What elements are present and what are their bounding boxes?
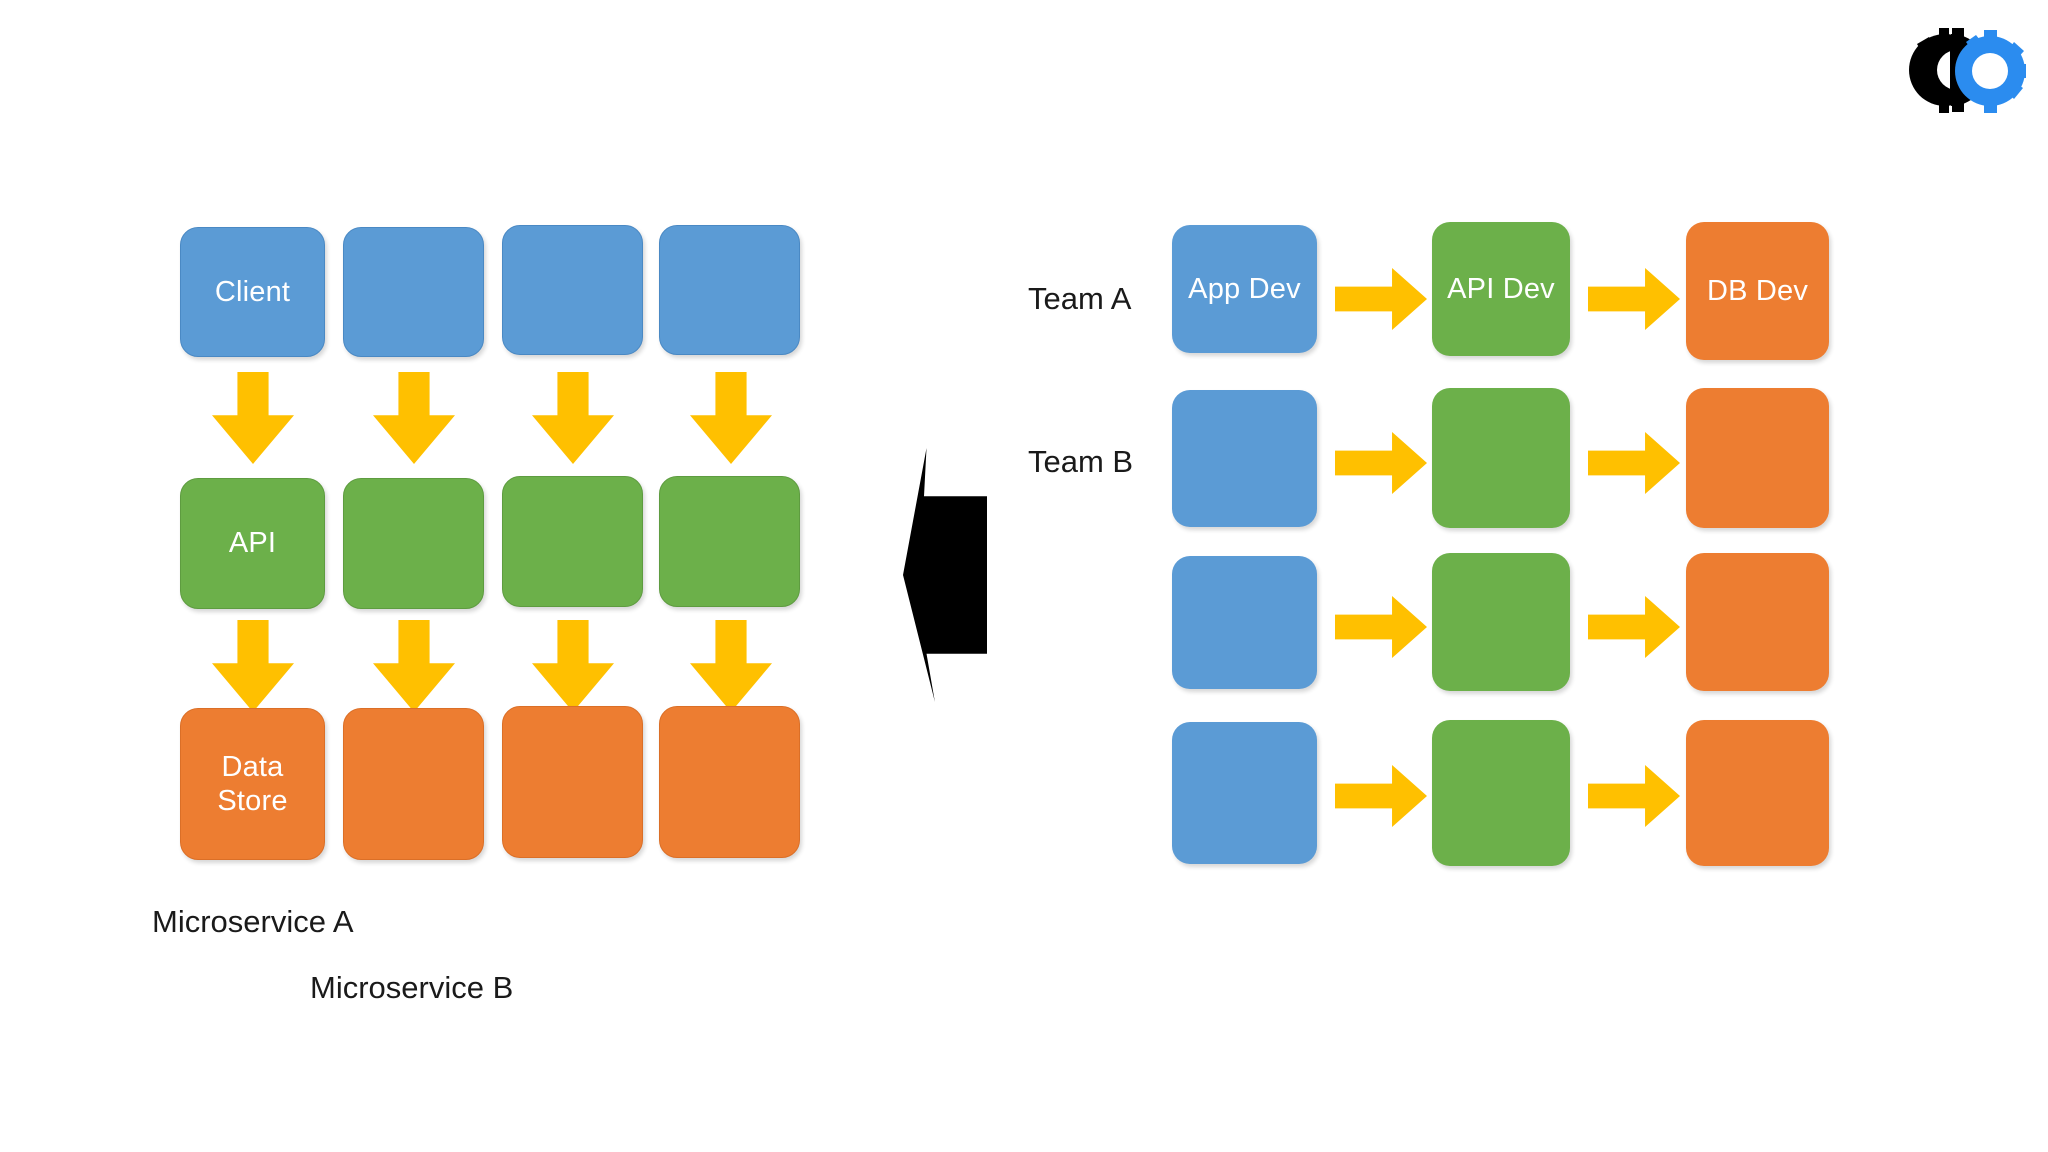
node-api-dev-row3[interactable]	[1432, 553, 1570, 691]
microservice-a-label: Microservice A	[152, 904, 354, 939]
node-data-store-4[interactable]	[659, 706, 800, 858]
arrow-down-api-data-4	[690, 620, 772, 712]
team-b-label: Team B	[1028, 444, 1134, 479]
node-label: API Dev	[1447, 272, 1555, 305]
arrow-right-row4-b	[1588, 765, 1680, 827]
node-db-dev-row3[interactable]	[1686, 553, 1829, 691]
node-label: App Dev	[1188, 272, 1301, 305]
arrow-right-row1-a	[1335, 268, 1427, 330]
node-label: API	[228, 527, 277, 560]
node-client-1[interactable]: Client	[180, 227, 325, 357]
arrow-down-client-api-4	[690, 372, 772, 464]
transformation-arrow	[903, 448, 987, 702]
microservice-b-label: Microservice B	[310, 970, 514, 1005]
node-db-dev-row1[interactable]: DB Dev	[1686, 222, 1829, 360]
arrow-down-api-data-1	[212, 620, 294, 712]
node-api-dev-row2[interactable]	[1432, 388, 1570, 528]
arrow-down-api-data-2	[373, 620, 455, 712]
gears-svg	[1909, 28, 2026, 113]
node-app-dev-row3[interactable]	[1172, 556, 1317, 689]
node-label: DB Dev	[1706, 274, 1809, 307]
node-client-3[interactable]	[502, 225, 643, 355]
node-db-dev-row2[interactable]	[1686, 388, 1829, 528]
node-api-dev-row4[interactable]	[1432, 720, 1570, 866]
node-app-dev-row2[interactable]	[1172, 390, 1317, 527]
arrow-down-client-api-1	[212, 372, 294, 464]
node-data-store-3[interactable]	[502, 706, 643, 858]
arrow-right-row3-b	[1588, 596, 1680, 658]
node-client-2[interactable]	[343, 227, 484, 357]
node-label: Client	[214, 275, 291, 308]
node-api-3[interactable]	[502, 476, 643, 607]
arrow-right-row4-a	[1335, 765, 1427, 827]
node-data-store-2[interactable]	[343, 708, 484, 860]
gear-right-icon	[1955, 30, 2026, 113]
node-label: Data Store	[217, 750, 288, 817]
node-data-store-1[interactable]: Data Store	[180, 708, 325, 860]
arrow-right-row2-b	[1588, 432, 1680, 494]
node-api-4[interactable]	[659, 476, 800, 607]
node-app-dev-row1[interactable]: App Dev	[1172, 225, 1317, 353]
arrow-right-row3-a	[1335, 596, 1427, 658]
arrow-down-api-data-3	[532, 620, 614, 712]
node-app-dev-row4[interactable]	[1172, 722, 1317, 864]
node-api-2[interactable]	[343, 478, 484, 609]
arrow-down-client-api-3	[532, 372, 614, 464]
node-api-dev-row1[interactable]: API Dev	[1432, 222, 1570, 356]
arrow-down-client-api-2	[373, 372, 455, 464]
node-client-4[interactable]	[659, 225, 800, 355]
arrow-right-row2-a	[1335, 432, 1427, 494]
node-api-1[interactable]: API	[180, 478, 325, 609]
arrow-right-row1-b	[1588, 268, 1680, 330]
team-a-label: Team A	[1028, 281, 1132, 316]
node-db-dev-row4[interactable]	[1686, 720, 1829, 866]
interlocking-gears-logo	[1908, 18, 2026, 122]
